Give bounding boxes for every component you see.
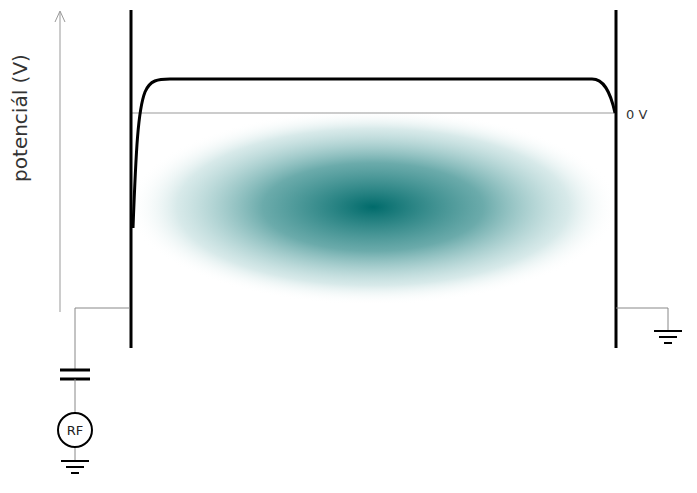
ground-symbol	[71, 472, 79, 474]
capacitor-plate	[60, 369, 90, 372]
potential-curve	[133, 79, 615, 228]
electrode	[130, 10, 133, 348]
ground-symbol	[659, 336, 677, 338]
electrode	[615, 10, 618, 348]
source-circle: RF	[57, 412, 93, 448]
axis-arrow	[55, 11, 65, 22]
wire	[75, 448, 76, 460]
zero-label: 0 V	[626, 107, 647, 122]
source-label: RF	[67, 423, 84, 438]
ground-symbol	[654, 330, 682, 332]
ground-symbol	[664, 342, 672, 344]
ground-symbol	[66, 466, 84, 468]
axis-label: potenciál (V)	[8, 54, 32, 182]
axis-line	[60, 12, 61, 312]
wire	[616, 308, 668, 330]
wire	[75, 308, 130, 370]
plasma-glow	[128, 109, 618, 305]
wire	[75, 379, 76, 412]
zero-line	[130, 113, 615, 114]
ground-symbol	[61, 460, 89, 462]
